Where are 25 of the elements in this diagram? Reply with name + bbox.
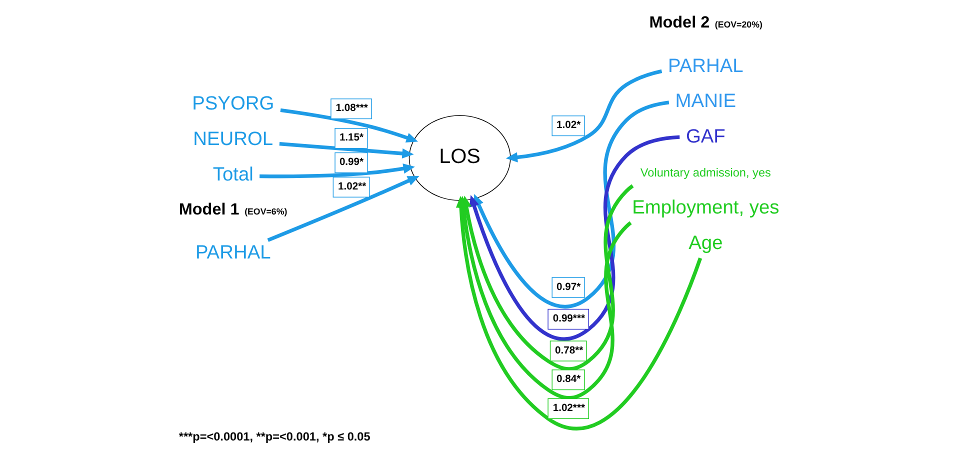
edge-label: 0.84* — [556, 374, 580, 386]
edge-label: 0.99*** — [552, 314, 585, 325]
label: (EOV=6%) — [244, 206, 287, 216]
edge-label: 0.78** — [554, 345, 583, 356]
node-text: NEUROL — [192, 128, 273, 150]
node-text: Total — [212, 164, 253, 186]
label: (EOV=20%) — [714, 20, 762, 30]
edge-label: 1.08*** — [335, 103, 368, 114]
label: Model 2 — [648, 14, 710, 32]
label: Model 1 — [178, 200, 239, 218]
edge-label: 0.99* — [338, 157, 364, 168]
edge-label: 1.15* — [338, 132, 364, 144]
edge-label: 1.02*** — [552, 402, 585, 414]
node-text: Employment, yes — [632, 198, 779, 219]
node-text: Age — [688, 232, 722, 254]
caption: ***p=<0.0001, **p=<0.001, *p ≤ 0.05 — [178, 429, 370, 444]
node-text: PSYORG — [192, 93, 274, 114]
node-text: GAF — [685, 126, 725, 148]
edge-label: 0.97* — [556, 282, 580, 293]
node-text: MANIE — [674, 91, 736, 112]
edge-label: 1.02* — [556, 120, 580, 132]
node-text: PARHAL — [194, 242, 270, 264]
edge-label: 1.02** — [337, 181, 366, 192]
node-text: Voluntary admission, yes — [640, 165, 770, 180]
node-text: PARHAL — [667, 56, 743, 77]
